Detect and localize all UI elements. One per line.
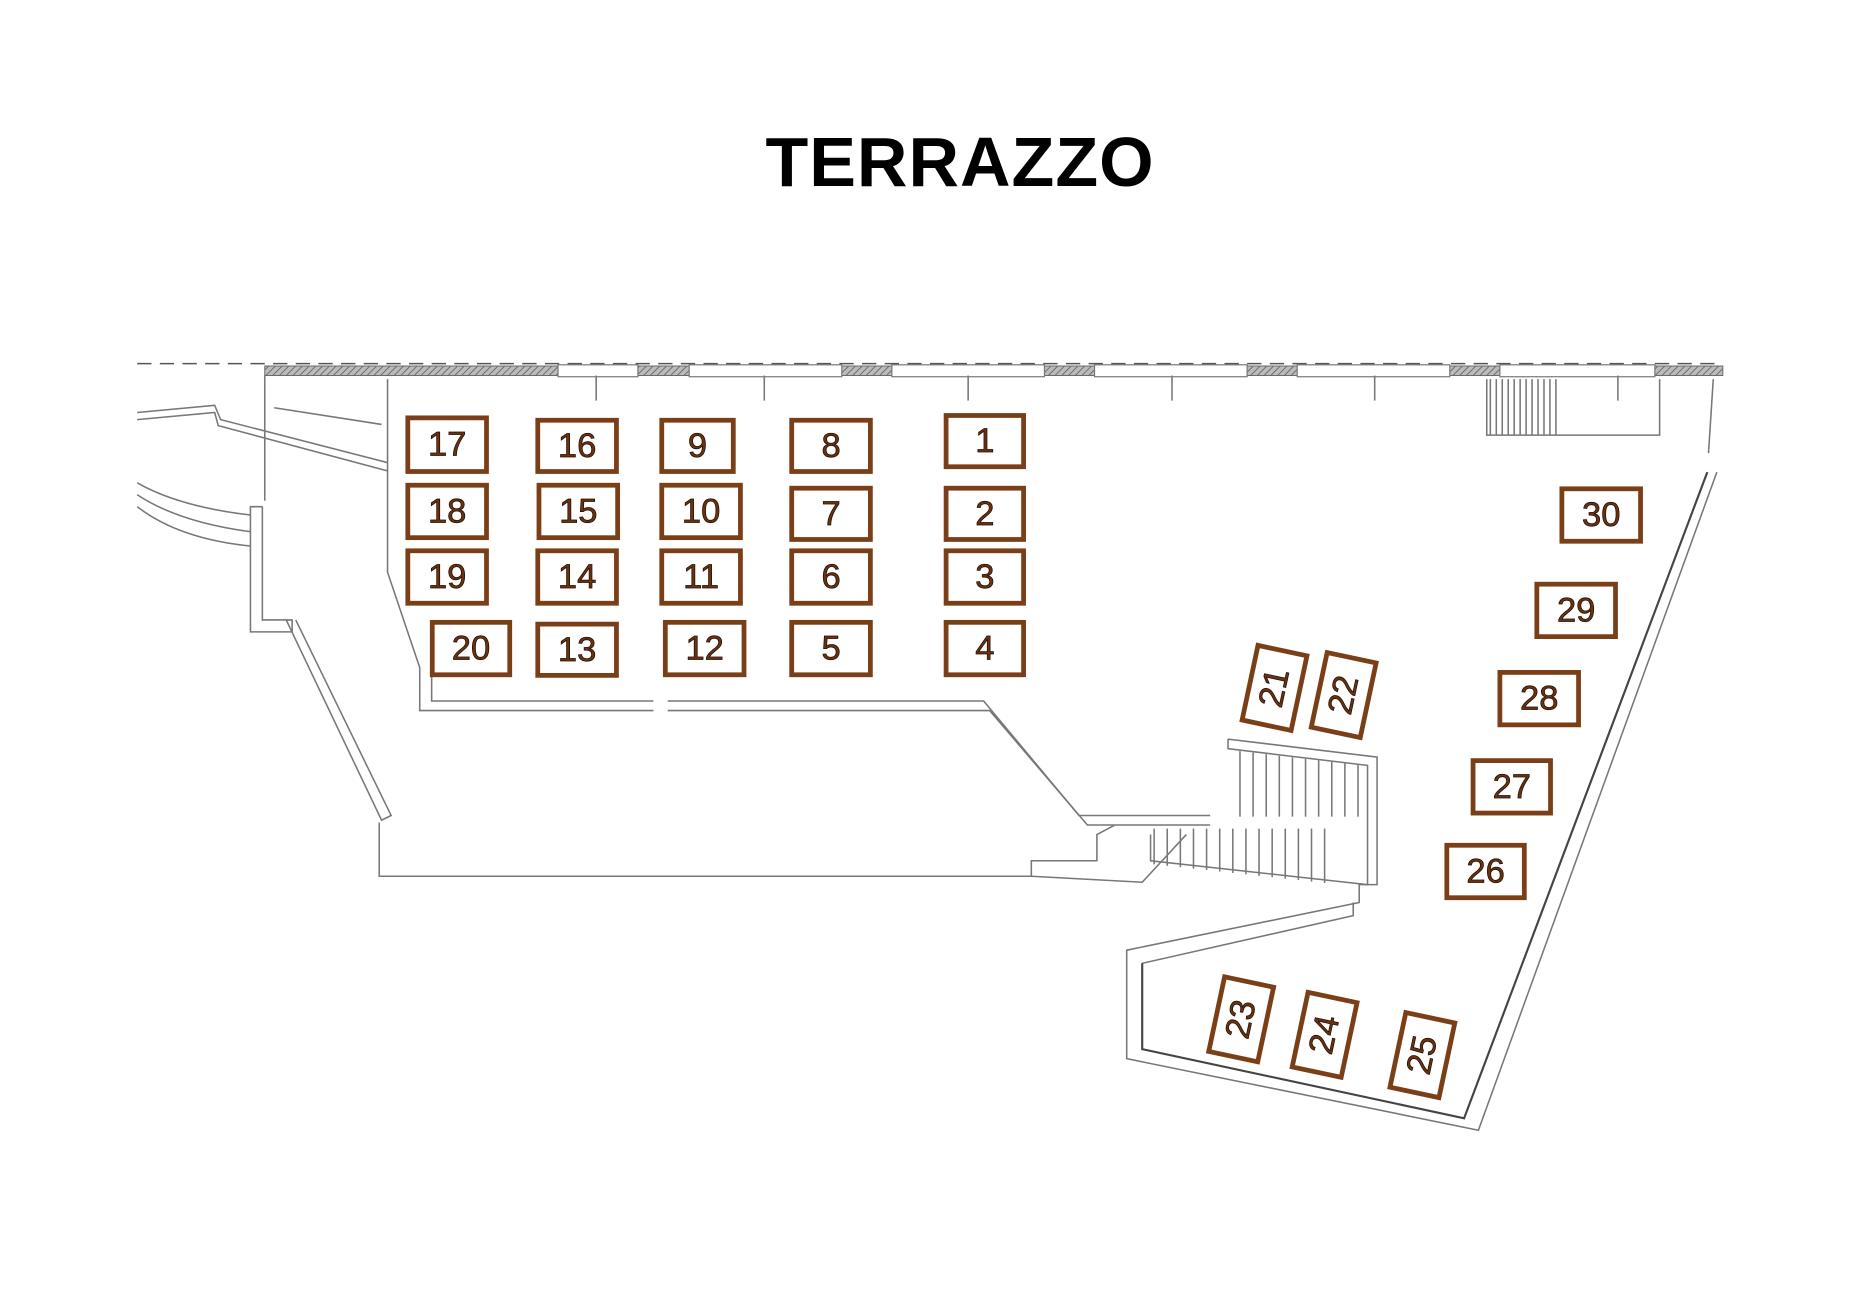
table-box: [535, 548, 619, 606]
table-box: [943, 548, 1026, 606]
page-title: TERRAZZO: [765, 123, 1155, 201]
table-box: [789, 619, 873, 678]
table-number: 5: [821, 630, 840, 668]
table-number: 26: [1466, 853, 1504, 891]
table-box: [1205, 973, 1277, 1065]
table-box: [1239, 642, 1310, 734]
table-box: [1559, 486, 1643, 544]
table-box: [662, 619, 747, 678]
table-marker[interactable]: 25: [1387, 1009, 1458, 1101]
table-number: 17: [428, 426, 466, 464]
table-number: 6: [821, 558, 840, 596]
table-marker[interactable]: 2: [943, 485, 1026, 542]
table-box: [1308, 649, 1379, 741]
table-marker[interactable]: 20: [429, 619, 513, 678]
table-marker[interactable]: 6: [789, 548, 873, 606]
table-marker[interactable]: 3: [943, 548, 1026, 606]
table-box: [1444, 842, 1527, 901]
table-number: 21: [1252, 665, 1297, 711]
table-marker[interactable]: 16: [535, 417, 619, 474]
table-number: 7: [821, 495, 840, 533]
table-marker[interactable]: 18: [405, 482, 489, 541]
table-number: 1: [975, 422, 994, 460]
table-box: [535, 417, 619, 474]
table-number: 23: [1219, 997, 1264, 1043]
table-marker[interactable]: 30: [1559, 486, 1643, 544]
table-marker[interactable]: 12: [662, 619, 747, 678]
table-box: [429, 619, 513, 678]
table-number: 28: [1520, 680, 1558, 718]
table-number: 20: [452, 630, 490, 668]
table-marker[interactable]: 9: [659, 417, 736, 474]
table-number: 4: [975, 630, 994, 668]
table-number: 15: [559, 492, 597, 530]
table-marker[interactable]: 11: [659, 548, 743, 606]
table-marker[interactable]: 5: [789, 619, 873, 678]
table-box: [789, 485, 873, 542]
table-box: [943, 619, 1026, 678]
table-number: 14: [558, 558, 596, 596]
table-marker[interactable]: 27: [1470, 758, 1553, 816]
table-marker[interactable]: 23: [1205, 973, 1277, 1065]
table-number: 24: [1302, 1012, 1347, 1058]
table-marker[interactable]: 4: [943, 619, 1026, 678]
table-number: 30: [1582, 496, 1620, 534]
walls: [136, 362, 1724, 1132]
table-marker[interactable]: 24: [1289, 989, 1360, 1081]
table-marker[interactable]: 7: [789, 485, 873, 542]
table-marker[interactable]: 21: [1239, 642, 1310, 734]
table-number: 9: [688, 427, 707, 465]
table-number: 11: [683, 558, 719, 596]
table-marker[interactable]: 19: [405, 548, 489, 606]
table-number: 29: [1557, 591, 1595, 629]
table-number: 3: [975, 558, 994, 596]
table-box: [535, 621, 619, 678]
table-marker[interactable]: 17: [405, 415, 489, 474]
table-box: [405, 548, 489, 606]
table-marker[interactable]: 22: [1308, 649, 1379, 741]
table-marker[interactable]: 14: [535, 548, 619, 606]
table-marker[interactable]: 15: [536, 482, 621, 541]
table-box: [1387, 1009, 1458, 1101]
table-number: 2: [975, 495, 994, 533]
table-number: 18: [428, 492, 466, 530]
table-marker[interactable]: 29: [1534, 581, 1618, 640]
table-box: [405, 482, 489, 541]
table-number: 12: [685, 630, 723, 668]
table-box: [943, 413, 1026, 470]
table-box: [789, 548, 873, 606]
table-box: [659, 482, 743, 541]
table-box: [1497, 670, 1581, 728]
table-box: [943, 485, 1026, 542]
table-number: 8: [821, 427, 840, 465]
table-box: [1289, 989, 1360, 1081]
table-number: 19: [428, 558, 466, 596]
table-number: 22: [1321, 672, 1366, 718]
table-marker[interactable]: 10: [659, 482, 743, 541]
table-box: [405, 415, 489, 474]
table-number: 27: [1493, 768, 1531, 806]
table-box: [1534, 581, 1618, 640]
table-marker[interactable]: 28: [1497, 670, 1581, 728]
table-box: [659, 417, 736, 474]
table-marker[interactable]: 13: [535, 621, 619, 678]
table-number: 16: [558, 427, 596, 465]
table-marker[interactable]: 26: [1444, 842, 1527, 901]
table-marker[interactable]: 8: [789, 417, 873, 474]
table-marker[interactable]: 1: [943, 413, 1026, 470]
table-box: [536, 482, 621, 541]
table-box: [1470, 758, 1553, 816]
table-box: [789, 417, 873, 474]
table-box: [659, 548, 743, 606]
table-number: 10: [682, 492, 720, 530]
table-number: 25: [1400, 1032, 1445, 1078]
table-number: 13: [558, 631, 596, 669]
